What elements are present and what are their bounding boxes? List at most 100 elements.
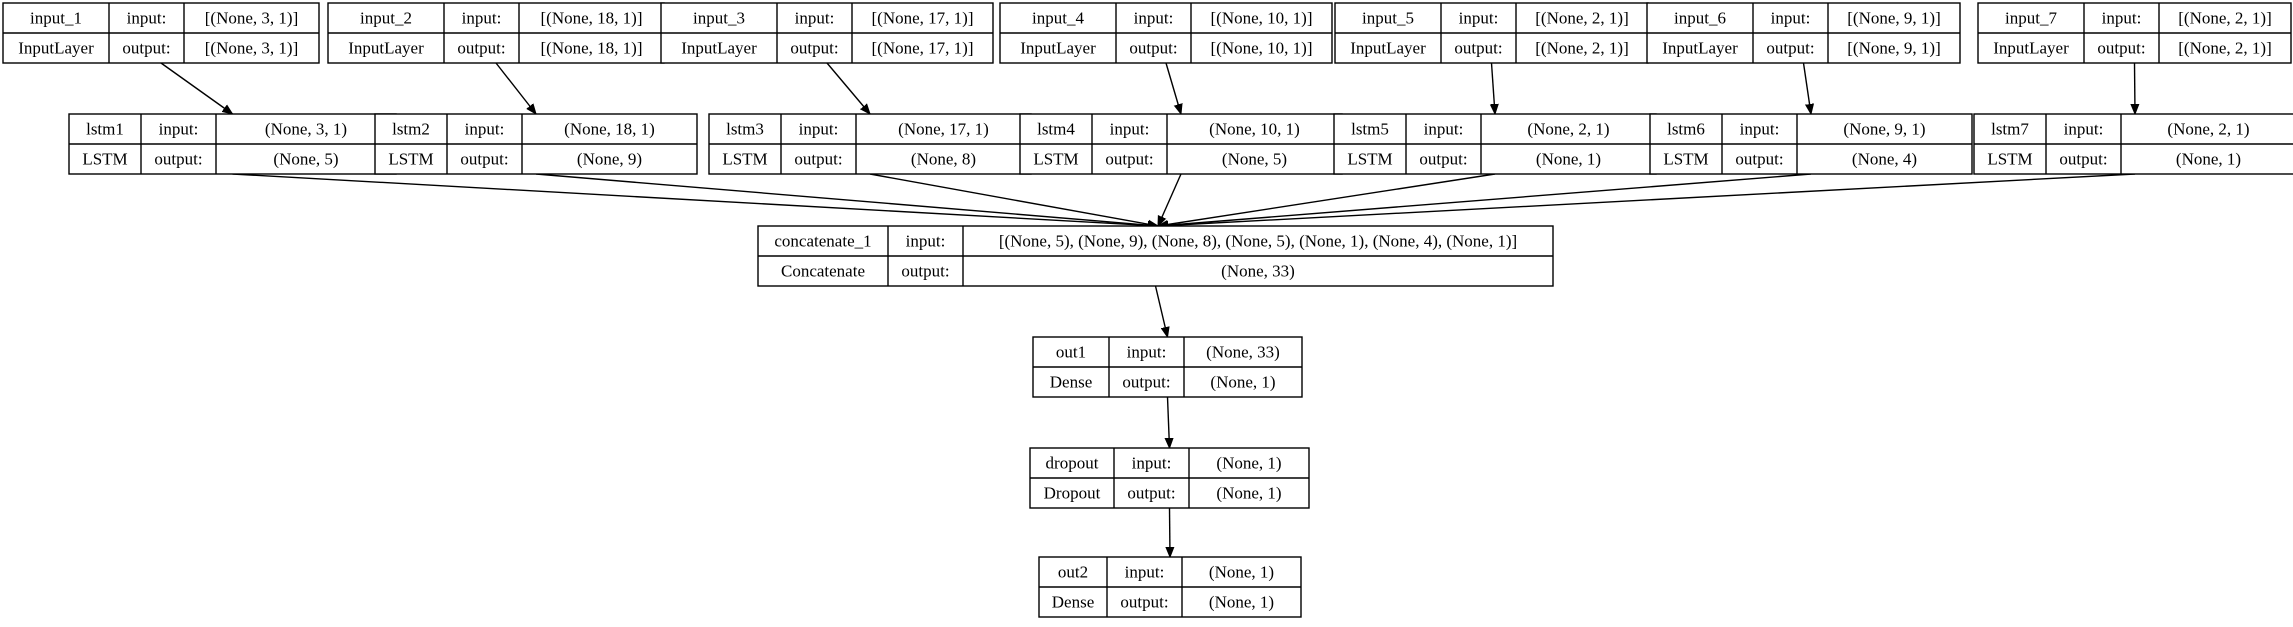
output-shape: (None, 1) (1209, 593, 1274, 612)
layer-name: input_7 (2005, 9, 2057, 28)
input-shape: (None, 9, 1) (1843, 120, 1925, 139)
layer-name: input_1 (30, 9, 82, 28)
output-shape: (None, 33) (1221, 262, 1295, 281)
edge-lstm6-to-concatenate_1 (1158, 173, 1812, 226)
layer-name: concatenate_1 (774, 232, 871, 251)
output-label: output: (1122, 373, 1170, 392)
layer-name: lstm1 (86, 120, 124, 139)
output-label: output: (1454, 39, 1502, 58)
input-label: input: (465, 120, 505, 139)
input-shape: (None, 2, 1) (1527, 120, 1609, 139)
input-shape: [(None, 5), (None, 9), (None, 8), (None,… (999, 232, 1517, 251)
output-shape: [(None, 9, 1)] (1847, 39, 1940, 58)
output-shape: (None, 8) (911, 150, 976, 169)
layer-name: input_3 (693, 9, 745, 28)
input-label: input: (799, 120, 839, 139)
layer-class: LSTM (1987, 150, 2032, 169)
input-shape: [(None, 17, 1)] (872, 9, 974, 28)
input-shape: (None, 17, 1) (898, 120, 989, 139)
output-shape: (None, 4) (1852, 150, 1917, 169)
layer-name: input_6 (1674, 9, 1726, 28)
input-label: input: (1132, 454, 1172, 473)
input-label: input: (1134, 9, 1174, 28)
layer-class: InputLayer (1020, 39, 1096, 58)
output-shape: [(None, 2, 1)] (1535, 39, 1628, 58)
output-shape: (None, 1) (2176, 150, 2241, 169)
input-shape: [(None, 18, 1)] (541, 9, 643, 28)
layer-class: Concatenate (781, 262, 865, 281)
layer-class: InputLayer (1350, 39, 1426, 58)
input-label: input: (1125, 563, 1165, 582)
layer-name: lstm7 (1991, 120, 2029, 139)
output-shape: (None, 1) (1216, 484, 1281, 503)
input-label: input: (1127, 343, 1167, 362)
output-label: output: (790, 39, 838, 58)
input-shape: (None, 10, 1) (1209, 120, 1300, 139)
output-shape: (None, 5) (273, 150, 338, 169)
output-label: output: (1735, 150, 1783, 169)
input-shape: [(None, 2, 1)] (2178, 9, 2271, 28)
input-shape: (None, 1) (1216, 454, 1281, 473)
edge-lstm3-to-concatenate_1 (869, 173, 1158, 226)
layer-name: lstm2 (392, 120, 430, 139)
output-label: output: (154, 150, 202, 169)
layer-name: input_2 (360, 9, 412, 28)
input-shape: [(None, 9, 1)] (1847, 9, 1940, 28)
layer-class: InputLayer (1993, 39, 2069, 58)
edge-input_3-to-lstm3 (826, 62, 870, 114)
input-label: input: (1424, 120, 1464, 139)
edge-lstm2-to-concatenate_1 (535, 173, 1158, 226)
input-label: input: (462, 9, 502, 28)
input-label: input: (1459, 9, 1499, 28)
edge-input_1-to-lstm1 (160, 62, 233, 114)
output-label: output: (1766, 39, 1814, 58)
input-label: input: (2102, 9, 2142, 28)
layer-node-concatenate_1: concatenate_1Concatenateinput:output:[(N… (757, 225, 1554, 287)
output-shape: [(None, 2, 1)] (2178, 39, 2271, 58)
output-label: output: (460, 150, 508, 169)
layer-class: Dense (1050, 373, 1092, 392)
output-shape: (None, 5) (1222, 150, 1287, 169)
output-label: output: (1127, 484, 1175, 503)
layer-name: lstm6 (1667, 120, 1705, 139)
input-label: input: (906, 232, 946, 251)
edges-layer (160, 62, 2135, 557)
input-label: input: (1740, 120, 1780, 139)
layer-class: InputLayer (681, 39, 757, 58)
edge-out1-to-dropout (1168, 396, 1170, 448)
output-label: output: (122, 39, 170, 58)
output-label: output: (457, 39, 505, 58)
layer-class: LSTM (1347, 150, 1392, 169)
input-label: input: (159, 120, 199, 139)
output-label: output: (2059, 150, 2107, 169)
edge-lstm5-to-concatenate_1 (1158, 173, 1496, 226)
layer-name: lstm5 (1351, 120, 1389, 139)
input-shape: [(None, 10, 1)] (1211, 9, 1313, 28)
output-shape: (None, 1) (1210, 373, 1275, 392)
output-shape: (None, 1) (1536, 150, 1601, 169)
layer-class: InputLayer (348, 39, 424, 58)
output-label: output: (1105, 150, 1153, 169)
layer-name: lstm3 (726, 120, 764, 139)
output-label: output: (1120, 593, 1168, 612)
edge-input_4-to-lstm4 (1165, 62, 1181, 114)
input-shape: (None, 18, 1) (564, 120, 655, 139)
input-shape: (None, 33) (1206, 343, 1280, 362)
input-label: input: (2064, 120, 2104, 139)
input-label: input: (795, 9, 835, 28)
edge-input_2-to-lstm2 (495, 62, 536, 114)
layer-class: InputLayer (18, 39, 94, 58)
